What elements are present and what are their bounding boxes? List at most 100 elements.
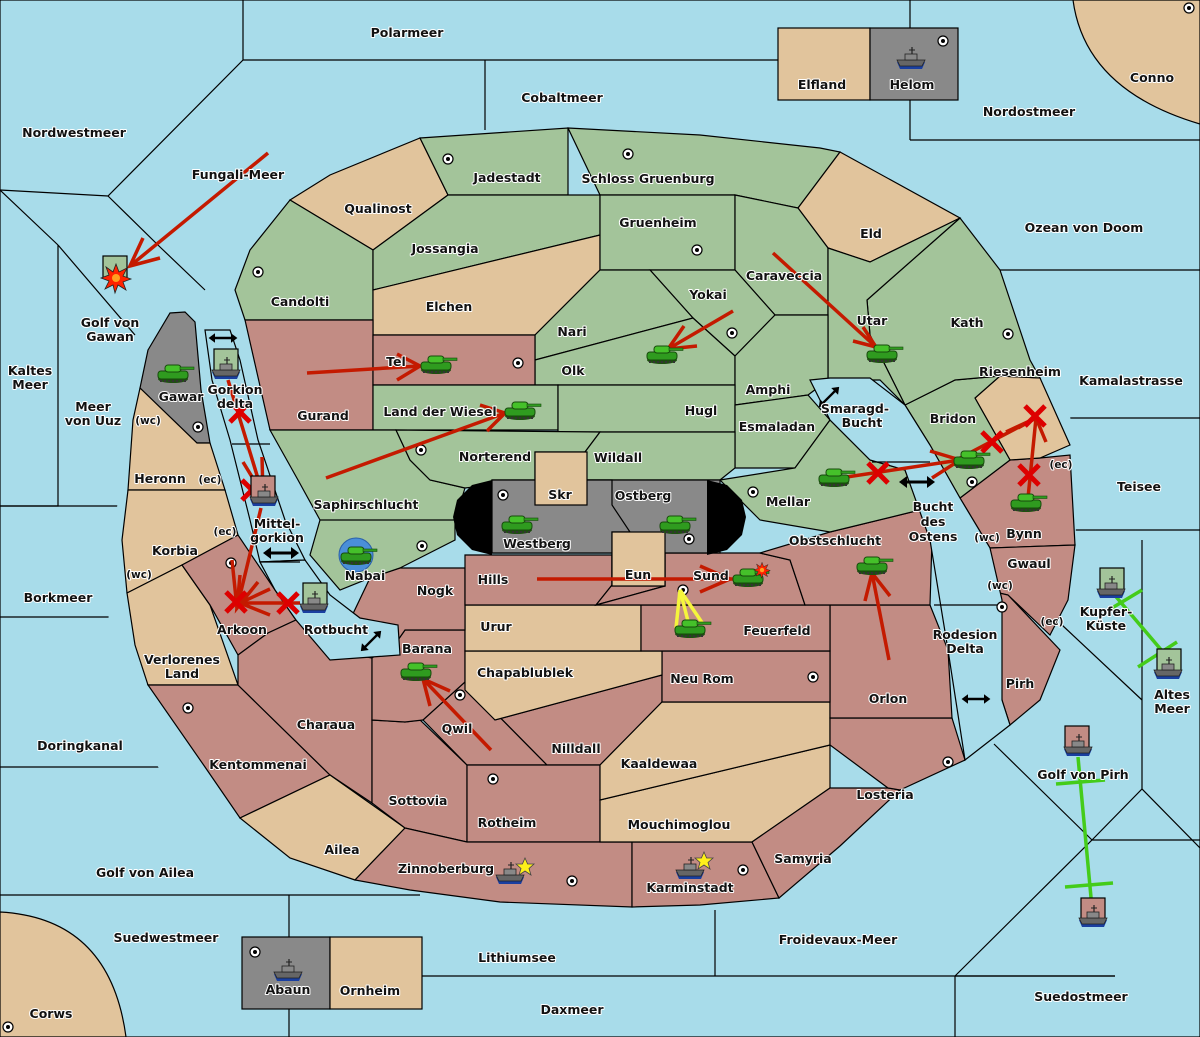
label-eun: Eun xyxy=(625,567,651,582)
label-esmaladan: Esmaladan xyxy=(739,419,815,434)
label-abaun: Abaun xyxy=(266,982,311,997)
label-bucht-des-ostens-3: Ostens xyxy=(909,529,958,544)
label-zinnoberburg: Zinnoberburg xyxy=(398,861,494,876)
supply-center-dot-icon xyxy=(807,671,819,683)
label-rodesion-delta-2: Delta xyxy=(946,641,984,656)
label-korbia: Korbia xyxy=(152,543,198,558)
label-golf-von-pirh: Golf von Pirh xyxy=(1037,767,1128,782)
supply-center-dot-icon xyxy=(683,533,695,545)
label-ostberg: Ostberg xyxy=(615,488,672,503)
label-jadestadt: Jadestadt xyxy=(472,170,540,185)
supply-center-dot-icon xyxy=(1183,2,1195,14)
label-kaltes-meer-2: Meer xyxy=(12,377,48,392)
label-verlorenes-land-1: Verlorenes xyxy=(144,652,220,667)
label-karminstadt: Karminstadt xyxy=(646,880,733,895)
label-olk: Olk xyxy=(561,363,585,378)
label-altes-meer-2: Meer xyxy=(1154,701,1190,716)
region-ornheim[interactable] xyxy=(329,936,423,1010)
region-rotheim[interactable] xyxy=(466,764,601,843)
label-pirh: Pirh xyxy=(1006,676,1035,691)
label-riesenheim: Riesenheim xyxy=(979,364,1061,379)
supply-center-dot-icon xyxy=(249,946,261,958)
impassable-east xyxy=(707,480,746,555)
label-kentommenai: Kentommenai xyxy=(209,757,307,772)
label-ornheim: Ornheim xyxy=(340,983,400,998)
supply-center-dot-icon xyxy=(442,153,454,165)
region-skr[interactable] xyxy=(534,451,588,506)
region-elfland[interactable] xyxy=(777,27,871,101)
supply-center-dot-icon xyxy=(737,864,749,876)
label-barana: Barana xyxy=(402,641,452,656)
label-elchen: Elchen xyxy=(426,299,473,314)
label-hills: Hills xyxy=(478,572,509,587)
label-utar: Utar xyxy=(857,313,889,328)
label-gurand: Gurand xyxy=(297,408,349,423)
label-teisee: Teisee xyxy=(1117,479,1161,494)
supply-center-dot-icon xyxy=(192,421,204,433)
coast-tag-gawar-wc: (wc) xyxy=(135,415,161,427)
label-bucht-des-ostens-2: des xyxy=(921,514,946,529)
label-altes-meer-1: Altes xyxy=(1154,687,1190,702)
label-lithiumsee: Lithiumsee xyxy=(478,950,556,965)
label-kath: Kath xyxy=(951,315,984,330)
label-smaragd-bucht-1: Smaragd- xyxy=(821,401,889,416)
label-suedwestmeer: Suedwestmeer xyxy=(114,930,220,945)
label-daxmeer: Daxmeer xyxy=(540,1002,604,1017)
label-kupfer-kueste-2: Küste xyxy=(1086,618,1126,633)
label-nari: Nari xyxy=(557,324,586,339)
label-samyria: Samyria xyxy=(774,851,832,866)
label-gorkion-delta-2: delta xyxy=(217,396,253,411)
label-candolti: Candolti xyxy=(271,294,330,309)
label-nogk: Nogk xyxy=(417,583,454,598)
label-westberg: Westberg xyxy=(503,536,571,551)
region-corws[interactable] xyxy=(0,911,127,1037)
label-doringkanal: Doringkanal xyxy=(37,738,123,753)
label-meer-von-uuz-2: von Uuz xyxy=(65,413,121,428)
supply-center-dot-icon xyxy=(966,476,978,488)
label-losteria: Losteria xyxy=(856,787,913,802)
label-charaua: Charaua xyxy=(297,717,355,732)
label-rodesion-delta-1: Rodesion xyxy=(933,627,998,642)
coast-tag-korbia-ec: (ec) xyxy=(214,526,237,538)
supply-center-dot-icon xyxy=(691,244,703,256)
label-golf-von-gawan-1: Golf von xyxy=(81,315,140,330)
label-land-der-wiesel: Land der Wiesel xyxy=(383,404,496,419)
label-ailea: Ailea xyxy=(324,842,359,857)
label-schloss-gruenburg: Schloss Gruenburg xyxy=(581,171,714,186)
label-verlorenes-land-2: Land xyxy=(165,666,199,681)
supply-center-dot-icon xyxy=(512,357,524,369)
label-smaragd-bucht-2: Bucht xyxy=(842,415,883,430)
label-heronn: Heronn xyxy=(134,471,186,486)
label-urur: Urur xyxy=(480,619,512,634)
label-gwaul: Gwaul xyxy=(1007,556,1050,571)
supply-center-dot-icon xyxy=(726,327,738,339)
label-helom: Helom xyxy=(890,77,935,92)
label-rotheim: Rotheim xyxy=(478,815,537,830)
coast-tag-korbia-wc: (wc) xyxy=(126,569,152,581)
supply-center-dot-icon xyxy=(252,266,264,278)
label-tel: Tel xyxy=(386,354,406,369)
label-golf-von-gawan-2: Gawan xyxy=(86,329,134,344)
label-conno: Conno xyxy=(1130,70,1175,85)
label-ozean-von-doom: Ozean von Doom xyxy=(1025,220,1144,235)
label-suedostmeer: Suedostmeer xyxy=(1034,989,1128,1004)
label-yokai: Yokai xyxy=(688,287,727,302)
label-amphi: Amphi xyxy=(746,382,791,397)
label-mittel-gorkion-1: Mittel- xyxy=(254,516,301,531)
supply-center-dot-icon xyxy=(182,702,194,714)
label-fungali-meer: Fungali-Meer xyxy=(192,167,285,182)
supply-center-dot-icon xyxy=(996,601,1008,613)
region-conno[interactable] xyxy=(1072,0,1200,125)
impassable-west xyxy=(453,480,492,555)
label-obstschlucht: Obstschlucht xyxy=(789,533,881,548)
region-gruenheim[interactable] xyxy=(599,194,736,271)
label-nabai: Nabai xyxy=(345,568,386,583)
supply-center-dot-icon xyxy=(747,486,759,498)
label-mouchimoglou: Mouchimoglou xyxy=(628,817,731,832)
supply-center-dot-icon xyxy=(622,148,634,160)
coast-tag-bynn-ec: (ec) xyxy=(1050,459,1073,471)
label-polarmeer: Polarmeer xyxy=(371,25,445,40)
label-feuerfeld: Feuerfeld xyxy=(743,623,810,638)
label-kaaldewaa: Kaaldewaa xyxy=(621,756,698,771)
